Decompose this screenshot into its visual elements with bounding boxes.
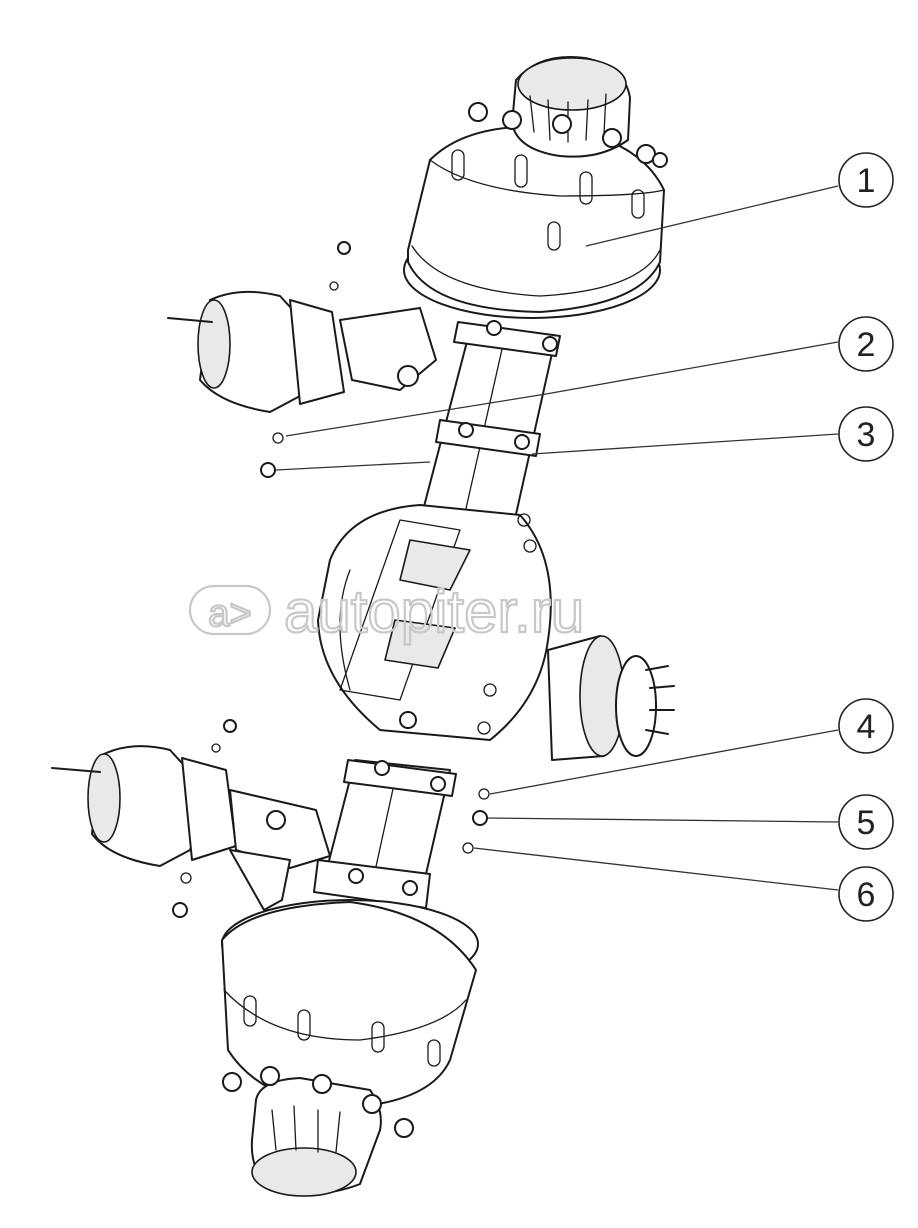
- input-flange: [547, 635, 675, 761]
- callout-4: 4: [838, 698, 894, 754]
- callout-3: 3: [838, 406, 894, 462]
- leader-line-6: [473, 847, 839, 891]
- leader-line-2: [545, 341, 839, 395]
- bottom-brake-drum: [221, 899, 479, 1109]
- callout-2: 2: [838, 316, 894, 372]
- top-brake-drum: [403, 125, 665, 319]
- watermark: a> autopiter.ru: [188, 577, 585, 646]
- callout-1-label: 1: [857, 162, 876, 200]
- differential-housing: [317, 504, 552, 741]
- callout-5: 5: [838, 794, 894, 850]
- leader-line-5: [487, 817, 839, 823]
- callout-6: 6: [838, 866, 894, 922]
- leader-line-2b: [285, 393, 547, 437]
- small-fasteners: [462, 788, 490, 854]
- callout-6-label: 6: [857, 876, 876, 914]
- clamp-rings: [313, 320, 561, 909]
- callout-3-label: 3: [857, 416, 876, 454]
- upper-brake-chamber: [167, 241, 437, 478]
- watermark-text: autopiter.ru: [284, 578, 584, 645]
- leader-line-3: [531, 433, 839, 455]
- leader-lines: [275, 185, 839, 891]
- lower-brake-chamber: [51, 719, 331, 918]
- watermark-logo: a>: [208, 593, 251, 635]
- watermark-logo-badge: [188, 584, 272, 636]
- leader-line-3b: [275, 461, 431, 471]
- callout-5-label: 5: [857, 804, 876, 842]
- callout-1: 1: [838, 152, 894, 208]
- bottom-wheel-hub: [222, 1066, 414, 1197]
- leader-line-4: [489, 729, 839, 795]
- leader-line-1: [585, 185, 839, 247]
- callout-4-label: 4: [857, 708, 876, 746]
- callout-2-label: 2: [857, 326, 876, 364]
- top-wheel-hub: [468, 56, 668, 168]
